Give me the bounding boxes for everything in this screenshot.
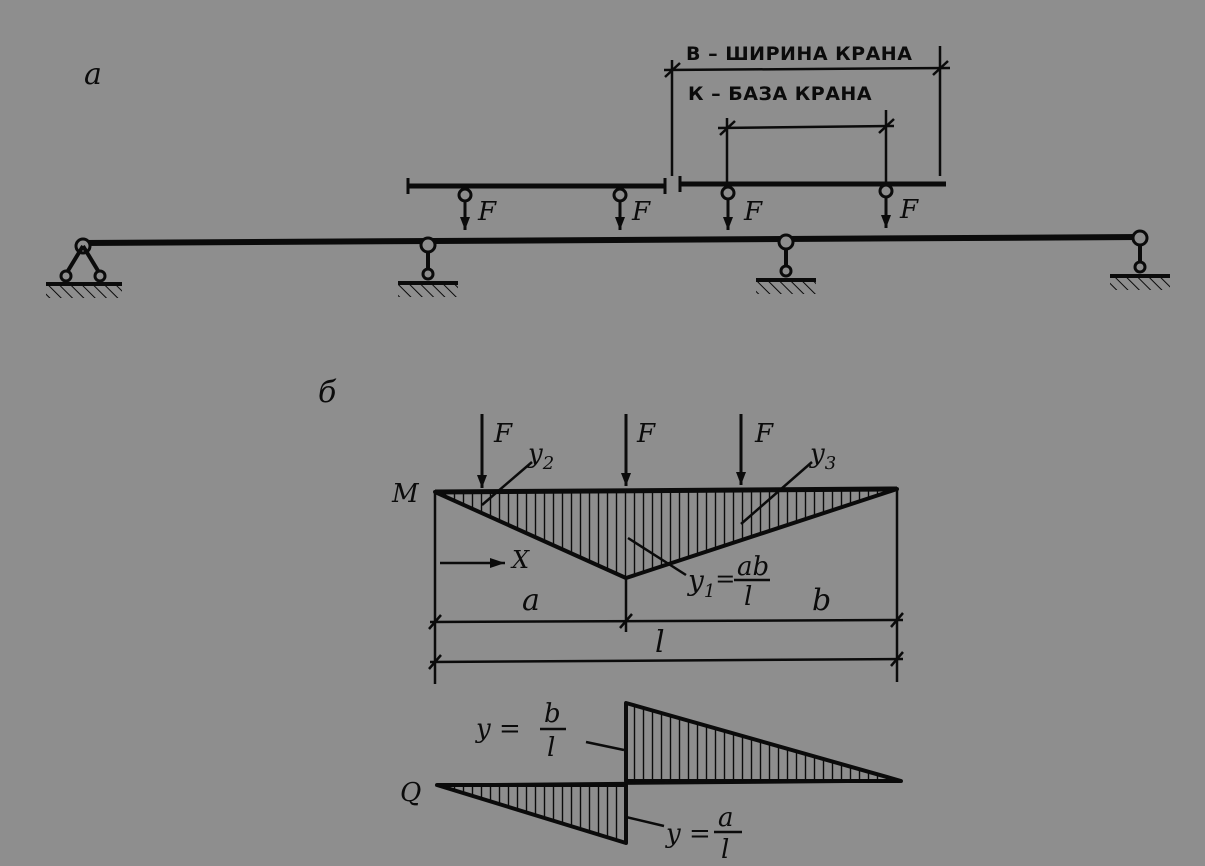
shear-label: Q bbox=[400, 778, 421, 808]
crane-beam bbox=[82, 234, 1141, 246]
svg-text:y =: y = bbox=[475, 714, 521, 744]
figure-b: б M F F F y2 y3 X y1= bbox=[318, 375, 904, 865]
svg-text:l: l bbox=[744, 582, 752, 612]
figure-a: a bbox=[46, 43, 1170, 298]
crane-left bbox=[406, 178, 667, 230]
m-load-label-1: F bbox=[493, 419, 513, 449]
panel-label-a: a bbox=[84, 57, 102, 92]
roller-support-2 bbox=[756, 233, 816, 294]
svg-text:l: l bbox=[547, 733, 555, 763]
moment-label: M bbox=[391, 479, 420, 509]
svg-text:y =: y = bbox=[665, 819, 711, 849]
shear-influence-line bbox=[435, 701, 903, 845]
y1-formula: y1= ab l bbox=[686, 552, 770, 612]
crane-base-dimension bbox=[717, 110, 895, 182]
load-label-2: F bbox=[631, 197, 651, 227]
l-label: l bbox=[655, 625, 665, 660]
x-label: X bbox=[510, 546, 530, 574]
y2-leader bbox=[481, 461, 533, 506]
y3-leader bbox=[740, 461, 813, 525]
roller-support-1 bbox=[398, 236, 458, 297]
crane-right bbox=[678, 176, 946, 230]
crane-width-label: В – ШИРИНА КРАНА bbox=[686, 43, 912, 65]
moment-influence-line bbox=[433, 486, 899, 580]
span-dimensions bbox=[428, 489, 904, 684]
a-label: a bbox=[522, 583, 540, 618]
svg-text:a: a bbox=[718, 803, 734, 833]
m-load-label-3: F bbox=[754, 419, 774, 449]
panel-label-b: б bbox=[318, 375, 337, 410]
crane-base-label: К – БАЗА КРАНА bbox=[688, 83, 872, 105]
svg-text:ab: ab bbox=[737, 552, 769, 582]
load-label-1: F bbox=[477, 197, 497, 227]
y3-label: y3 bbox=[809, 439, 836, 474]
svg-text:b: b bbox=[544, 699, 561, 729]
pin-support-left bbox=[46, 237, 122, 298]
y-positive-formula: y = b l bbox=[475, 699, 625, 763]
roller-support-right bbox=[1110, 229, 1170, 290]
svg-text:y1=: y1= bbox=[686, 564, 735, 602]
y-negative-formula: y = a l bbox=[625, 803, 742, 865]
y1-leader bbox=[627, 536, 687, 577]
y2-label: y2 bbox=[527, 439, 554, 474]
load-label-4: F bbox=[899, 195, 919, 225]
load-label-3: F bbox=[743, 197, 763, 227]
b-label: b bbox=[812, 583, 831, 618]
m-load-label-2: F bbox=[636, 419, 656, 449]
crane-width-dimension bbox=[663, 46, 951, 176]
svg-text:l: l bbox=[721, 835, 729, 865]
